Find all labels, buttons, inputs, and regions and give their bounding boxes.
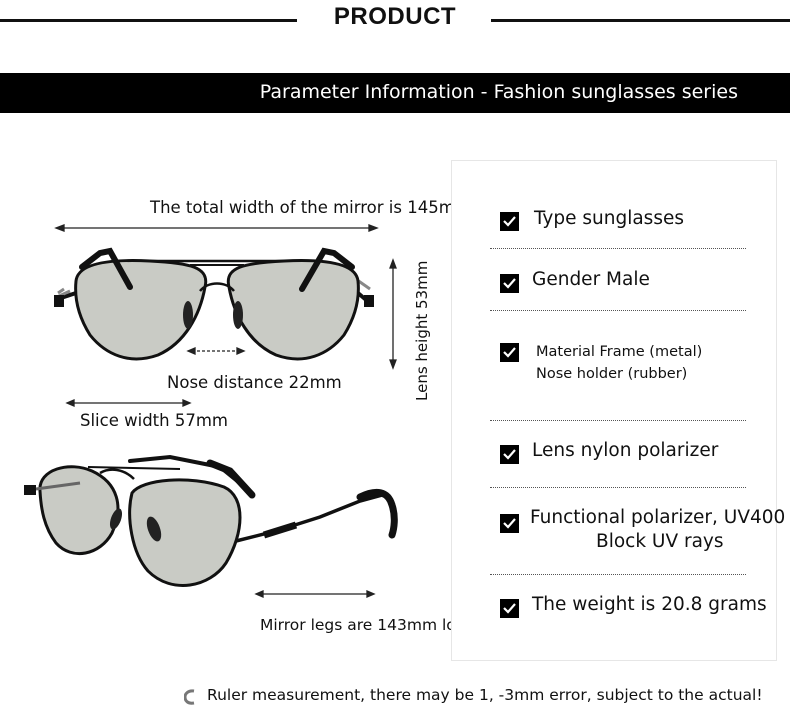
- parameter-band: Parameter Information - Fashion sunglass…: [0, 73, 790, 113]
- mirror-legs-label: Mirror legs are 143mm long: [260, 616, 476, 634]
- spec-card: [451, 160, 777, 661]
- nose-distance-arrow: [186, 347, 246, 355]
- ruler-icon: [184, 689, 195, 705]
- check-icon: [500, 514, 519, 533]
- divider: [490, 487, 746, 488]
- lens-height-arrow: [389, 258, 397, 370]
- spec-function: Functional polarizer, UV400: [530, 507, 786, 528]
- header-rule-right: [491, 19, 790, 22]
- slice-width-arrow: [65, 399, 192, 407]
- divider: [490, 248, 746, 249]
- spec-lens: Lens nylon polarizer: [532, 440, 719, 461]
- band-title: Parameter Information - Fashion sunglass…: [259, 81, 738, 103]
- divider: [490, 310, 746, 311]
- spec-type: Type sunglasses: [534, 208, 684, 229]
- check-icon: [500, 445, 519, 464]
- nose-distance-label: Nose distance 22mm: [167, 373, 342, 392]
- spec-function-detail: Block UV rays: [596, 531, 724, 552]
- header-rule-left: [0, 19, 297, 22]
- spec-material-frame: Material Frame (metal): [536, 344, 703, 360]
- lens-height-label: Lens height 53mm: [413, 260, 431, 401]
- check-icon: [500, 274, 519, 293]
- spec-gender: Gender Male: [532, 269, 650, 290]
- glasses-side-image: [24, 454, 398, 598]
- check-icon: [500, 343, 519, 362]
- spec-weight: The weight is 20.8 grams: [532, 594, 767, 615]
- glasses-front-image: [54, 224, 379, 407]
- check-icon: [500, 212, 519, 231]
- divider: [490, 574, 746, 575]
- slice-width-label: Slice width 57mm: [80, 411, 228, 430]
- spec-material-nose: Nose holder (rubber): [536, 366, 688, 382]
- disclaimer-note: Ruler measurement, there may be 1, -3mm …: [207, 686, 763, 704]
- total-width-arrow: [54, 224, 379, 232]
- check-icon: [500, 599, 519, 618]
- mirror-legs-arrow: [254, 590, 376, 598]
- divider: [490, 420, 746, 421]
- page-title: PRODUCT: [333, 3, 457, 30]
- total-width-label: The total width of the mirror is 145mm: [150, 198, 471, 217]
